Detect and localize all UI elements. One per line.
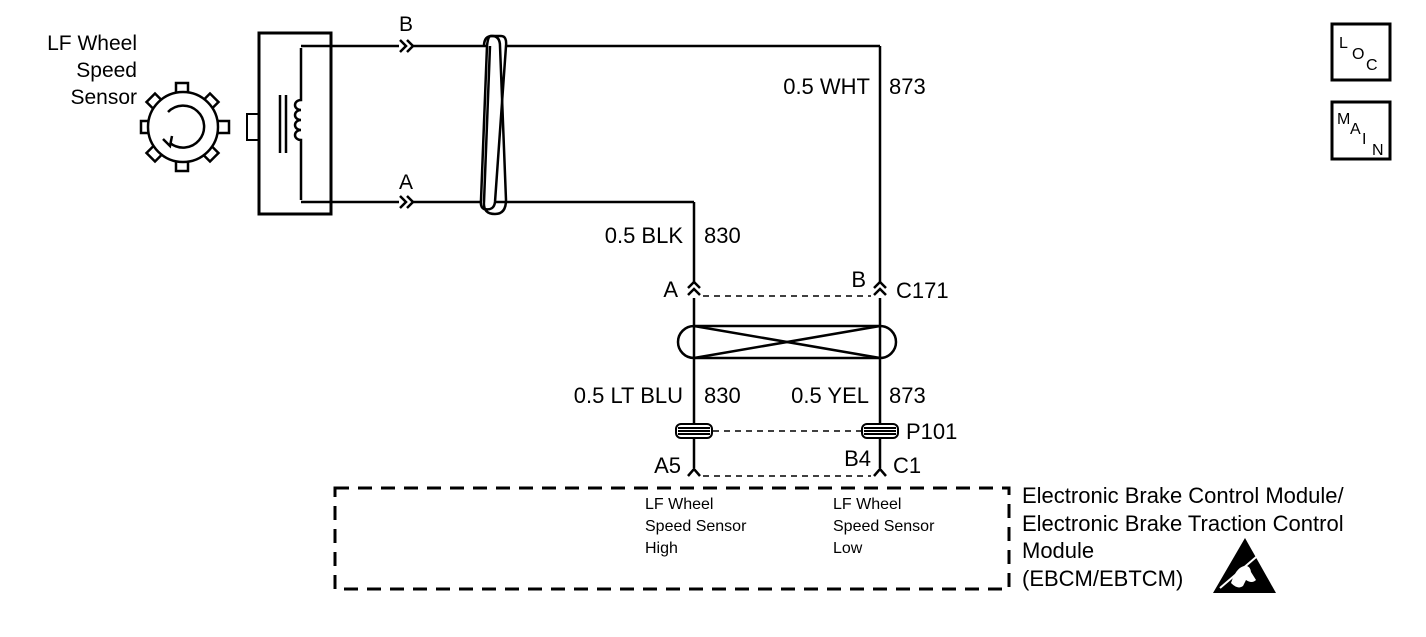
wire-color-lower-a: 0.5 LT BLU [574, 383, 683, 408]
c1-name: C1 [893, 453, 921, 478]
module-title-line2: Electronic Brake Traction Control [1022, 511, 1344, 536]
sensor-terminal-a: A [399, 171, 413, 194]
module-pin-high-description: LF Wheel Speed Sensor High [645, 496, 747, 557]
loc-button[interactable]: L O C [1330, 22, 1392, 82]
module-low-line3: Low [833, 540, 863, 557]
twisted-pair-upper [479, 34, 508, 216]
module-title-line4: (EBCM/EBTCM) [1022, 566, 1183, 591]
loc-letter-2: O [1352, 46, 1364, 63]
sensor-label-line3: Sensor [70, 86, 137, 109]
module-boundary [333, 486, 1011, 591]
wire-circuit-lower-b: 873 [889, 383, 926, 408]
sensor-label-line2: Speed [76, 59, 137, 82]
sensor-label-line1: LF Wheel [47, 32, 137, 55]
wire-color-upper-a: 0.5 BLK [605, 223, 684, 248]
wire-circuit-upper-b: 873 [889, 74, 926, 99]
main-letter-4: N [1372, 142, 1384, 159]
wire-color-lower-b: 0.5 YEL [791, 383, 869, 408]
module-high-line2: Speed Sensor [645, 518, 747, 535]
module-high-line1: LF Wheel [645, 496, 713, 513]
main-letter-1: M [1337, 111, 1350, 128]
sensor-label: LF Wheel Speed Sensor [47, 32, 137, 109]
module-high-line3: High [645, 540, 678, 557]
p101-name: P101 [906, 419, 957, 444]
main-button[interactable]: M A I N [1330, 100, 1392, 161]
connector-c171 [687, 280, 887, 297]
c171-pin-b: B [851, 267, 866, 292]
module-pin-low-description: LF Wheel Speed Sensor Low [833, 496, 935, 557]
module-title-line3: Module [1022, 538, 1094, 563]
module-low-line1: LF Wheel [833, 496, 901, 513]
sensor-body [246, 31, 399, 216]
wire-color-upper-b: 0.5 WHT [783, 74, 870, 99]
twisted-pair-lower [676, 324, 898, 360]
c1-pin-high: A5 [654, 453, 681, 478]
module-title: Electronic Brake Control Module/ Electro… [1022, 483, 1344, 591]
connector-c1 [687, 467, 887, 477]
c171-pin-a: A [663, 277, 678, 302]
wire-circuit-upper-a: 830 [704, 223, 741, 248]
c171-name: C171 [896, 278, 949, 303]
reluctor-wheel-icon [139, 81, 231, 173]
loc-letter-3: C [1366, 57, 1378, 74]
connector-p101 [675, 423, 899, 439]
main-letter-2: A [1350, 121, 1361, 138]
main-letter-3: I [1362, 131, 1366, 148]
wire-circuit-lower-a: 830 [704, 383, 741, 408]
sensor-terminal-b: B [399, 13, 413, 36]
loc-letter-1: L [1339, 35, 1348, 52]
module-title-line1: Electronic Brake Control Module/ [1022, 483, 1344, 508]
c1-pin-low: B4 [844, 446, 871, 471]
esd-warning-icon [1213, 538, 1276, 593]
module-low-line2: Speed Sensor [833, 518, 935, 535]
